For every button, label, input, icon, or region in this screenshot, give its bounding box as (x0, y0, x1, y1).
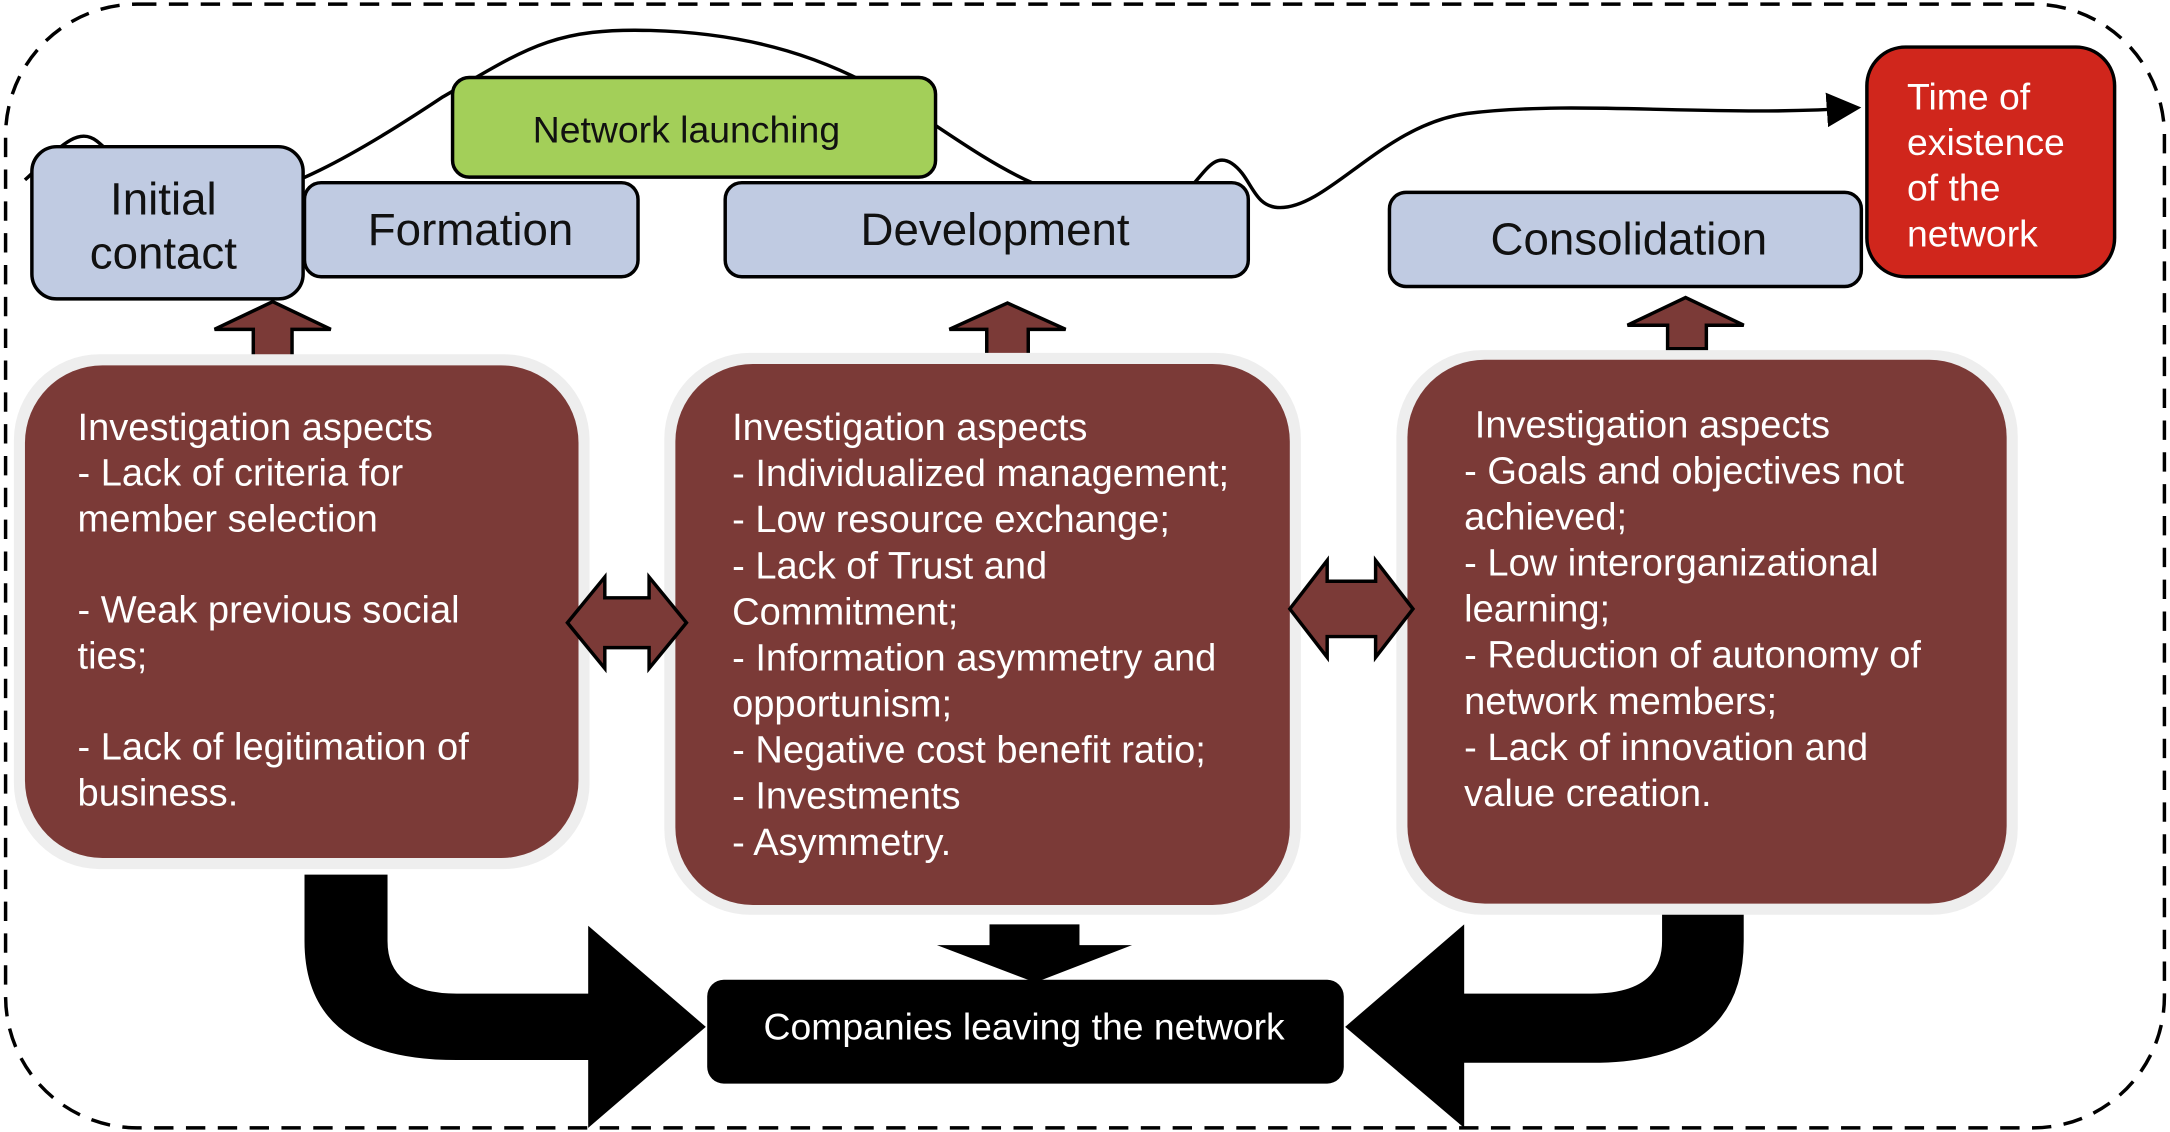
aspect-box-development: Investigation aspects- Individualized ma… (664, 352, 1301, 915)
aspect-box-line: - Lack of criteria for (78, 453, 404, 495)
aspect-box-line: - Information asymmetry and (732, 637, 1216, 679)
double-arrow-icon-left (565, 572, 689, 674)
companies-leaving-label: Companies leaving the network (763, 1005, 1285, 1047)
companies-leaving-box: Companies leaving the network (707, 979, 1344, 1084)
up-arrow-icon-consolidation (1626, 295, 1745, 351)
exit-flow-arrow-left (304, 874, 706, 1128)
aspect-box-line: - Reduction of autonomy of (1464, 635, 1921, 677)
phase-initial-contact: Initial contact (30, 144, 305, 301)
phase-initial-contact-label-line1: Initial (110, 173, 217, 224)
outer-dashed-boundary (3, 2, 2167, 1130)
aspect-box-line: learning; (1464, 589, 1610, 631)
phase-formation: Formation (302, 180, 640, 279)
aspect-box-line: - Lack of Trust and (732, 545, 1047, 587)
aspect-box-consolidation: Investigation aspects- Goals and objecti… (1396, 350, 2018, 915)
phase-development: Development (723, 180, 1251, 279)
aspect-box-heading: Investigation aspects (1464, 404, 1830, 446)
aspect-box-heading: Investigation aspects (78, 407, 433, 449)
aspect-box-line: - Low interorganizational (1464, 543, 1879, 585)
network-launching-label: Network launching (533, 109, 840, 151)
aspect-box-line: opportunism; (732, 684, 952, 726)
aspect-box-line: - Low resource exchange; (732, 499, 1170, 541)
double-arrow-icon-right (1287, 555, 1416, 663)
network-launching-box: Network launching (450, 75, 938, 179)
aspect-box-line: - Lack of legitimation of (78, 727, 470, 769)
aspect-box-line: - Goals and objectives not (1464, 450, 1904, 492)
aspect-box-line: - Negative cost benefit ratio; (732, 730, 1206, 772)
exit-flow-arrow-center (936, 924, 1133, 983)
aspect-box-line: value creation. (1464, 773, 1711, 815)
aspect-box-line: - Investments (732, 776, 960, 818)
aspect-box-line: achieved; (1464, 496, 1627, 538)
exit-flow-arrow-right (1345, 910, 1744, 1128)
aspect-box-line: - Weak previous social (78, 590, 460, 632)
time-of-existence-line2: existence (1907, 121, 2065, 163)
aspect-box-line: network members; (1464, 681, 1777, 723)
time-of-existence-line1: Time of (1907, 75, 2031, 117)
aspect-box-line: Commitment; (732, 591, 958, 633)
time-of-existence-line4: network (1907, 212, 2038, 254)
aspect-box-formation: Investigation aspects- Lack of criteria … (13, 354, 590, 870)
aspect-box-line: business. (78, 772, 239, 814)
aspect-box-heading: Investigation aspects (732, 407, 1087, 449)
up-arrow-icon-development (948, 301, 1067, 359)
aspect-box-line: ties; (78, 635, 148, 677)
phase-development-label: Development (861, 204, 1130, 255)
aspect-box-line: - Lack of innovation and (1464, 727, 1868, 769)
time-of-existence-box: Time of existence of the network (1865, 45, 2117, 279)
up-arrow-icon-formation (213, 299, 332, 359)
aspect-box-line: - Asymmetry. (732, 822, 951, 864)
aspect-box-line: - Individualized management; (732, 453, 1229, 495)
time-of-existence-line3: of the (1907, 167, 2000, 209)
phase-consolidation-label: Consolidation (1491, 214, 1768, 265)
phase-initial-contact-label-line2: contact (90, 227, 238, 278)
phase-formation-label: Formation (368, 204, 574, 255)
phase-consolidation: Consolidation (1387, 190, 1864, 289)
aspect-box-line: member selection (78, 498, 378, 540)
